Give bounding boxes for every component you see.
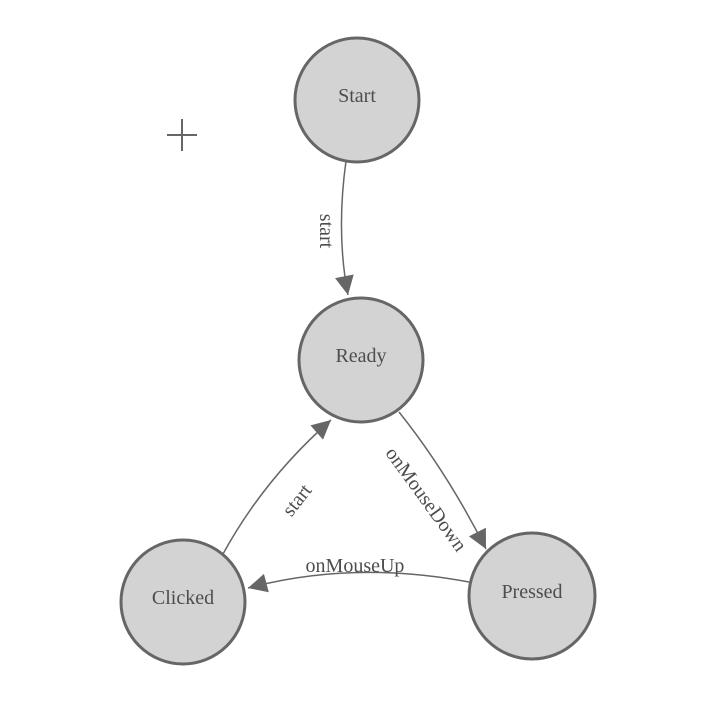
node-label-clicked: Clicked [152,587,214,609]
edge-clicked-to-ready[interactable] [222,419,332,555]
node-pressed[interactable] [467,531,597,661]
node-label-start: Start [338,85,376,107]
edge-label-clicked-to-ready: start [278,480,317,521]
edge-label-pressed-to-clicked: onMouseUp [306,555,405,577]
edge-start-to-ready[interactable] [335,160,354,296]
node-label-ready: Ready [335,345,386,367]
node-start[interactable] [293,36,421,164]
crosshair-cursor [167,119,197,151]
edge-ready-to-pressed[interactable] [398,411,487,550]
node-clicked[interactable] [119,538,247,666]
node-ready[interactable] [297,296,425,424]
edge-pressed-to-clicked[interactable] [247,571,470,593]
cursor-layer [167,119,197,151]
edge-label-start-to-ready: start [315,214,337,249]
edge-label-ready-to-pressed: onMouseDown [381,443,471,556]
node-label-pressed: Pressed [501,581,562,603]
